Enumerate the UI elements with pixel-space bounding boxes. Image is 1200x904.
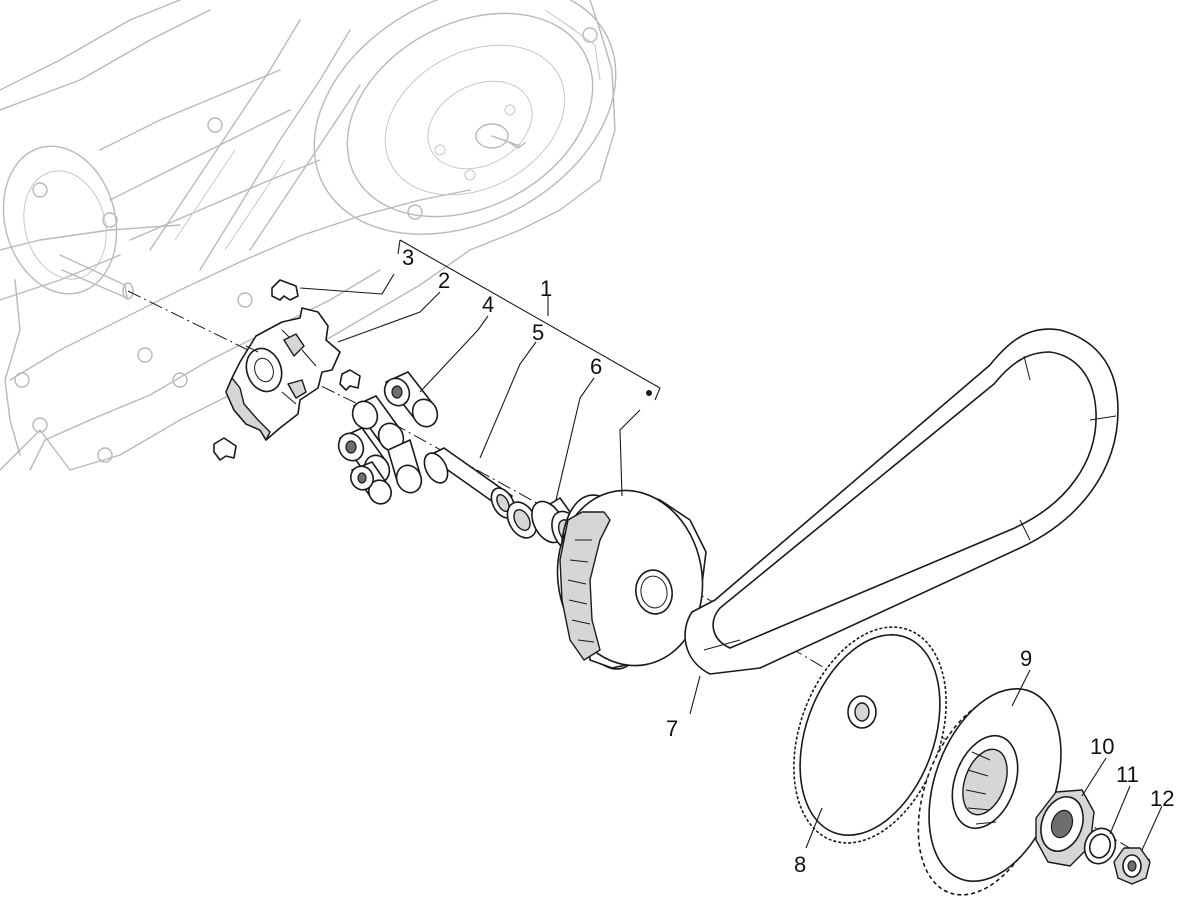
driven-gear — [793, 626, 947, 844]
ramp-plate — [225, 307, 341, 441]
callout-11: 11 — [1116, 762, 1139, 787]
callout-9: 9 — [1020, 646, 1032, 671]
movable-driven-half-pulley — [556, 489, 707, 670]
drive-belt — [684, 328, 1119, 675]
group-bracket — [397, 239, 661, 401]
callout-5: 5 — [532, 320, 544, 345]
leader-lines — [299, 273, 1163, 851]
bracket-dot — [646, 390, 652, 396]
callout-6: 6 — [590, 354, 602, 379]
callout-12: 12 — [1150, 786, 1174, 811]
engine-crankcase-ghost — [0, 0, 617, 471]
callout-2: 2 — [438, 268, 450, 293]
variator-rollers — [337, 371, 439, 505]
hex-nut — [1113, 847, 1151, 885]
fan-flange — [917, 688, 1062, 896]
callout-labels: 1 2 3 4 5 6 7 8 9 10 11 12 — [402, 245, 1174, 877]
callout-10: 10 — [1090, 734, 1114, 759]
slider-clip — [213, 279, 361, 461]
callout-4: 4 — [482, 292, 494, 317]
callout-7: 7 — [666, 716, 678, 741]
callout-3: 3 — [402, 245, 414, 270]
washer — [1083, 827, 1117, 865]
cup-nut — [1035, 789, 1095, 867]
callout-1: 1 — [540, 276, 552, 301]
callout-8: 8 — [794, 852, 806, 877]
